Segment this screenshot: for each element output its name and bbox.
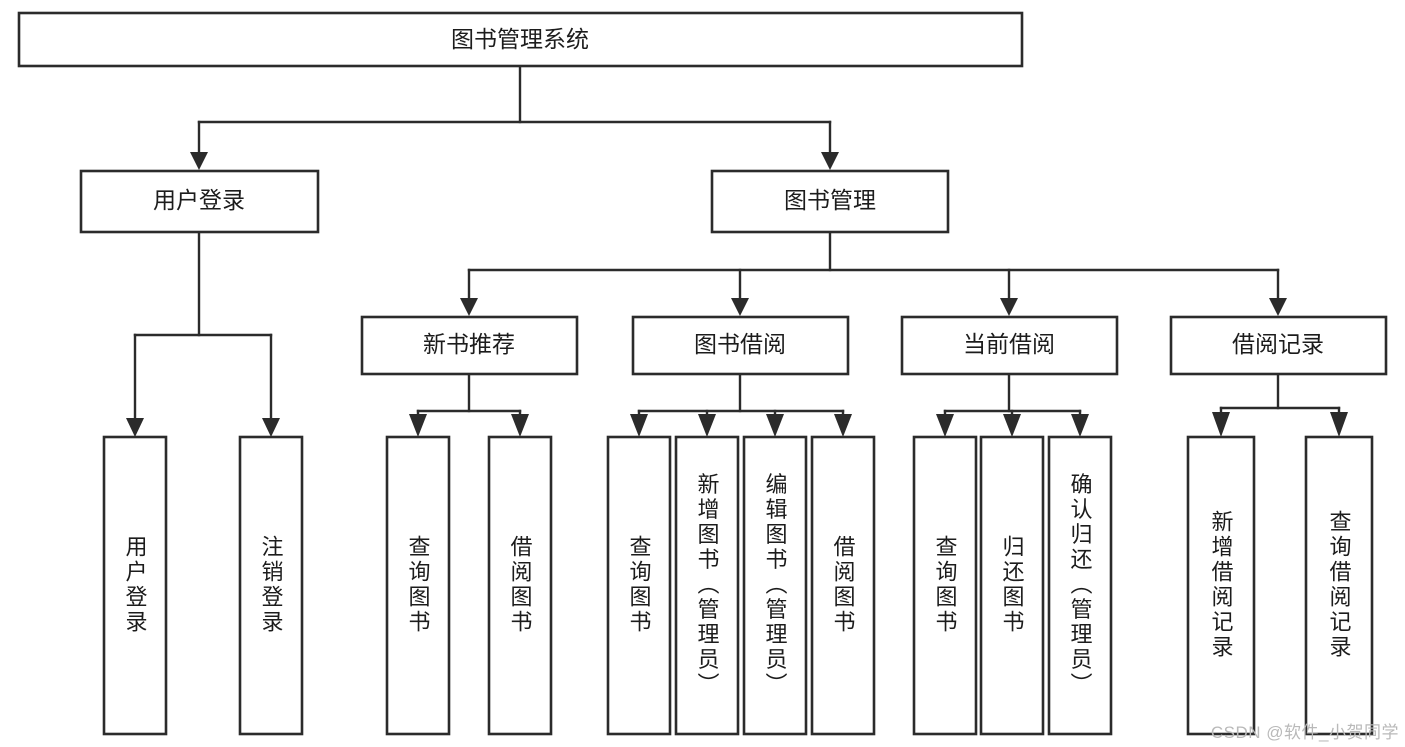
leaf-current-borrow-return[interactable]: 归还图书 (979, 435, 1045, 736)
leaf-borrow-record-add[interactable]: 新增借阅记录 (1186, 435, 1256, 736)
node-book-borrow-label: 图书借阅 (694, 331, 786, 357)
arrow-cb-c2 (1003, 414, 1021, 437)
connectors-book-borrow-to-leaves (630, 372, 852, 437)
leaf-borrow-record-query-label: 查询借阅记录 (1327, 510, 1352, 660)
arrow-bb-c4 (834, 414, 852, 437)
connectors-book-manage-to-level3 (460, 230, 1287, 316)
leaf-user-login-login-label: 用户登录 (123, 535, 148, 635)
leaf-book-borrow-borrow-label: 借阅图书 (831, 535, 856, 635)
node-root-book-management-system[interactable]: 图书管理系统 (17, 11, 1024, 68)
leaf-new-book-query-label: 查询图书 (406, 535, 431, 635)
node-new-book-recommend[interactable]: 新书推荐 (360, 315, 579, 376)
arrow-to-book-manage (821, 152, 839, 170)
leaf-user-login-logout-label: 注销登录 (259, 535, 284, 635)
arrow-bm-c1 (460, 298, 478, 316)
node-book-management-label: 图书管理 (784, 187, 876, 213)
node-current-borrow[interactable]: 当前借阅 (900, 315, 1119, 376)
node-current-borrow-box[interactable] (900, 315, 1119, 376)
arrow-bb-c3 (766, 414, 784, 437)
leaf-user-login-logout-box[interactable] (238, 435, 304, 736)
leaf-book-borrow-edit[interactable]: 编辑图书（管理员） (742, 435, 808, 736)
leaf-current-borrow-return-label: 归还图书 (1000, 535, 1025, 635)
node-book-management-box[interactable] (710, 169, 950, 234)
csdn-watermark: CSDN @软件_小贺同学 (1210, 723, 1399, 742)
node-user-login-box[interactable] (79, 169, 320, 234)
arrow-br-c2 (1330, 412, 1348, 437)
arrow-bm-c3 (1000, 298, 1018, 316)
leaf-book-borrow-query-label: 查询图书 (627, 535, 652, 635)
arrow-nb-c2 (511, 414, 529, 437)
arrow-to-user-login (190, 152, 208, 170)
arrow-br-c1 (1212, 412, 1230, 437)
node-root-box[interactable] (17, 11, 1024, 68)
node-current-borrow-label: 当前借阅 (963, 331, 1055, 357)
node-book-management[interactable]: 图书管理 (710, 169, 950, 234)
leaf-book-borrow-edit-label: 编辑图书（管理员） (763, 473, 788, 698)
connectors-borrow-record-to-leaves (1212, 372, 1348, 437)
connectors-current-borrow-to-leaves (936, 372, 1089, 437)
leaf-book-borrow-add[interactable]: 新增图书（管理员） (674, 435, 740, 736)
leaf-current-borrow-confirm-box[interactable] (1047, 435, 1113, 736)
leaf-current-borrow-query-box[interactable] (912, 435, 978, 736)
arrow-bb-c2 (698, 414, 716, 437)
node-user-login-label: 用户登录 (153, 187, 245, 213)
leaf-book-borrow-borrow[interactable]: 借阅图书 (810, 435, 876, 736)
leaf-current-borrow-return-box[interactable] (979, 435, 1045, 736)
leaf-new-book-borrow-box[interactable] (487, 435, 553, 736)
arrow-user-login-c1 (126, 418, 144, 437)
leaf-book-borrow-borrow-box[interactable] (810, 435, 876, 736)
leaf-current-borrow-confirm[interactable]: 确认归还（管理员） (1047, 435, 1113, 736)
leaf-book-borrow-add-box[interactable] (674, 435, 740, 736)
arrow-bm-c4 (1269, 298, 1287, 316)
arrow-bm-c2 (731, 298, 749, 316)
arrow-user-login-c2 (262, 418, 280, 437)
node-new-book-recommend-box[interactable] (360, 315, 579, 376)
leaf-current-borrow-query-label: 查询图书 (933, 535, 958, 635)
node-new-book-recommend-label: 新书推荐 (423, 331, 515, 357)
node-user-login[interactable]: 用户登录 (79, 169, 320, 234)
leaf-book-borrow-add-label: 新增图书（管理员） (695, 473, 720, 698)
leaf-borrow-record-query[interactable]: 查询借阅记录 (1304, 435, 1374, 736)
node-borrow-record-box[interactable] (1169, 315, 1388, 376)
connectors-user-login-to-leaves (126, 230, 280, 437)
node-book-borrow-box[interactable] (631, 315, 850, 376)
leaf-borrow-record-add-box[interactable] (1186, 435, 1256, 736)
arrow-bb-c1 (630, 414, 648, 437)
node-book-borrow[interactable]: 图书借阅 (631, 315, 850, 376)
leaf-new-book-query[interactable]: 查询图书 (385, 435, 451, 736)
leaf-new-book-borrow-label: 借阅图书 (508, 535, 533, 635)
leaf-borrow-record-add-label: 新增借阅记录 (1209, 510, 1234, 660)
leaf-book-borrow-query[interactable]: 查询图书 (606, 435, 672, 736)
leaf-user-login-login[interactable]: 用户登录 (102, 435, 168, 736)
leaf-user-login-login-box[interactable] (102, 435, 168, 736)
leaf-new-book-query-box[interactable] (385, 435, 451, 736)
leaf-new-book-borrow[interactable]: 借阅图书 (487, 435, 553, 736)
leaf-book-borrow-edit-box[interactable] (742, 435, 808, 736)
arrow-cb-c3 (1071, 414, 1089, 437)
leaf-book-borrow-query-box[interactable] (606, 435, 672, 736)
leaf-user-login-logout[interactable]: 注销登录 (238, 435, 304, 736)
arrow-cb-c1 (936, 414, 954, 437)
leaf-current-borrow-confirm-label: 确认归还（管理员） (1068, 473, 1093, 698)
arrow-nb-c1 (409, 414, 427, 437)
node-root-label: 图书管理系统 (451, 26, 589, 52)
connectors-new-book-to-leaves (409, 372, 529, 437)
node-borrow-record[interactable]: 借阅记录 (1169, 315, 1388, 376)
leaf-current-borrow-query[interactable]: 查询图书 (912, 435, 978, 736)
node-borrow-record-label: 借阅记录 (1232, 331, 1324, 357)
leaf-borrow-record-query-box[interactable] (1304, 435, 1374, 736)
connectors-root-to-level2 (190, 64, 839, 170)
